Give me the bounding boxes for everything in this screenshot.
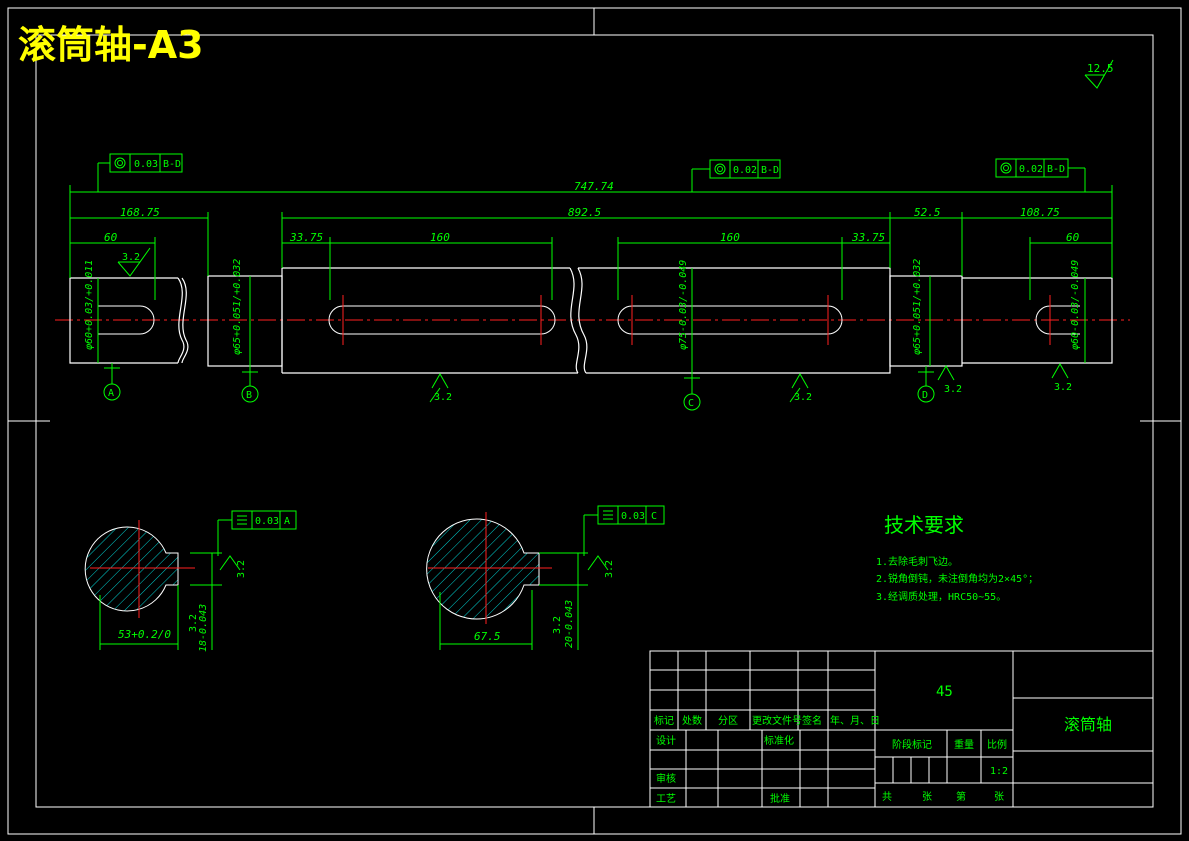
ra-5: 3.2	[1054, 382, 1072, 393]
dimension-lines	[69, 185, 1113, 373]
tolerance-frame-3	[995, 158, 1086, 192]
tb-design: 设计	[656, 734, 676, 747]
tol1-datum: B-D	[163, 159, 181, 170]
dim-left1: 168.75	[120, 206, 160, 219]
tol3-datum: B-D	[1047, 164, 1065, 175]
dim-key1: 160	[430, 231, 450, 244]
roughness-symbols	[117, 247, 1069, 403]
tb-sheet2: 张	[994, 791, 1004, 803]
tech-requirements: 技术要求 1.去除毛刺飞边。 2.锐角倒钝，未注倒角均为2×45°； 3.经调质…	[876, 513, 1038, 603]
datum-a: A	[108, 388, 114, 399]
dimension-texts: 747.74 892.5 168.75 60 33.75 160 160 33.…	[84, 180, 1081, 355]
tolerance-frame-2	[691, 159, 781, 192]
section-view-1: 0.03 A 53+0.2/0 18-0.043 3.2 3.2	[84, 510, 297, 652]
tol4-datum: A	[284, 516, 290, 527]
tb-sign: 签名	[802, 714, 822, 727]
tol2-value: 0.02	[733, 165, 757, 176]
tech-req-item-1: 1.去除毛刺飞边。	[876, 555, 958, 568]
tb-check: 审核	[656, 772, 676, 785]
ra-3: 3.2	[794, 392, 812, 403]
dim-right3: 60	[1066, 231, 1080, 244]
tb-approve: 批准	[770, 792, 790, 805]
dim-sec1b: 18-0.043	[198, 604, 209, 652]
dim-right-gap: 33.75	[851, 231, 885, 244]
datum-labels: A B C D	[108, 388, 928, 409]
dim-right1: 52.5	[914, 206, 941, 219]
tb-count: 处数	[682, 714, 702, 727]
section-view-2: 0.03 C 67.5 20-0.043 3.2 3.2	[426, 505, 665, 650]
tb-zone: 分区	[718, 715, 738, 727]
tol1-value: 0.03	[134, 159, 158, 170]
ra-9: 3.2	[552, 616, 563, 634]
tol2-datum: B-D	[761, 165, 779, 176]
tol4-value: 0.03	[255, 516, 279, 527]
title-block-text: 标记 处数 分区 更改文件号 签名 年、月、日 设计 标准化 审核 工艺 批准 …	[654, 684, 1112, 805]
dim-sec1: 53+0.2/0	[118, 628, 171, 641]
tol5-datum: C	[651, 511, 657, 522]
tb-std: 标准化	[764, 734, 794, 747]
roughness-value: 12.5	[1087, 62, 1114, 75]
ra-4: 3.2	[944, 384, 962, 395]
datum-b: B	[246, 390, 252, 401]
tb-change: 更改文件号	[752, 714, 802, 727]
tech-req-item-3: 3.经调质处理，HRC50~55。	[876, 590, 1006, 603]
dim-d2: φ65+0.051/+0.032	[232, 259, 243, 355]
dim-right2: 108.75	[1020, 206, 1060, 219]
drawing-title: 滚筒轴-A3	[18, 23, 204, 67]
tb-sheet1: 张	[922, 791, 932, 803]
tb-mark: 标记	[654, 715, 674, 727]
tolerance-frame-1	[97, 153, 183, 192]
tb-process: 工艺	[656, 793, 676, 805]
tb-total: 共	[882, 791, 892, 803]
dim-left2: 60	[104, 231, 118, 244]
tb-ratio: 比例	[987, 738, 1007, 751]
datum-c: C	[688, 398, 694, 409]
tol3-value: 0.02	[1019, 164, 1043, 175]
sheet-frame	[7, 7, 1182, 835]
general-roughness-symbol: 12.5	[1084, 59, 1114, 89]
dim-key2: 160	[720, 231, 740, 244]
ra-8: 3.2	[604, 560, 615, 578]
title-block	[649, 650, 1154, 808]
dim-d3: φ75-0.03/-0.049	[678, 260, 689, 350]
dim-mid: 892.5	[568, 206, 601, 219]
tb-stage: 阶段标记	[892, 738, 932, 751]
tol5-value: 0.03	[621, 511, 645, 522]
ra-2: 3.2	[434, 392, 452, 403]
tech-req-heading: 技术要求	[884, 513, 964, 537]
tb-no: 第	[956, 790, 966, 803]
dim-left-gap: 33.75	[289, 231, 323, 244]
datum-markers	[103, 363, 935, 411]
ra-6: 3.2	[236, 560, 247, 578]
tb-material: 45	[936, 684, 953, 700]
dim-sec2b: 20-0.043	[564, 600, 575, 648]
dim-d5: φ60-0.03/-0.049	[1070, 260, 1081, 350]
ra-7: 3.2	[188, 614, 199, 632]
tech-req-item-2: 2.锐角倒钝，未注倒角均为2×45°；	[876, 572, 1038, 585]
dim-total: 747.74	[574, 180, 614, 193]
tb-date: 年、月、日	[830, 714, 880, 727]
dim-d4: φ65+0.051/+0.032	[912, 259, 923, 355]
roughness-labels: 3.2 3.2 3.2 3.2 3.2	[122, 252, 1072, 403]
tb-part-name: 滚筒轴	[1064, 715, 1112, 734]
tb-weight: 重量	[954, 738, 974, 751]
dim-d1: φ60+0.03/+0.011	[84, 260, 95, 350]
ra-1: 3.2	[122, 252, 140, 263]
datum-d: D	[922, 390, 928, 401]
dim-sec2: 67.5	[474, 630, 501, 643]
tb-scale: 1:2	[990, 766, 1008, 777]
